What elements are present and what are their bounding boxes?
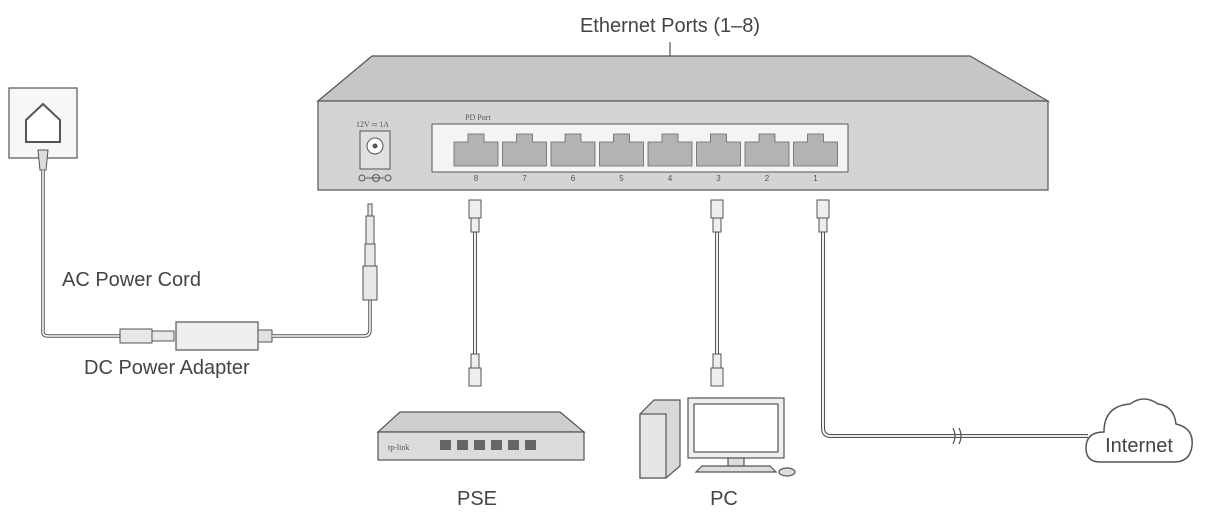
pc-label: PC [710,488,738,510]
port-jack [793,133,838,167]
rj45-plug-top [468,199,482,233]
ethernet-ports-label: Ethernet Ports (1–8) [580,15,760,37]
polarity-icon [358,174,392,182]
port-number-label: 5 [619,174,624,183]
ethernet-port-4: 4 [647,133,693,183]
port-number-label: 4 [668,174,673,183]
pc-icon [639,397,796,479]
pse-brand-logo: tp-link [388,443,409,452]
ac-power-cord-label: AC Power Cord [62,269,201,291]
port-jack [696,133,741,167]
ac-power-cord [41,170,120,338]
dc-socket-pin [372,143,378,149]
pd-port-label: PD Port [465,113,491,122]
wall-outlet [8,87,78,171]
port-jack [453,133,499,167]
power-rating-label: 12V ═ 1A [356,120,389,129]
rj45-plug-top [816,199,830,233]
dc-power-adapter [175,321,259,351]
switch: 12V ═ 1A PD Port 8 7 6 5 4 3 2 1 [316,55,1051,191]
rj45-plug-top [710,199,724,233]
ethernet-port-1: 1 [793,133,838,183]
port-jack [599,133,644,167]
port-number-label: 7 [522,174,527,183]
ethernet-port-6: 6 [550,133,596,183]
ethernet-cable-pse [468,199,482,387]
ethernet-port-8: 8 [453,133,499,183]
port-jack [647,133,693,167]
pse-device: tp-link [376,411,586,461]
port-jack [502,133,547,167]
ac-cord-connector [119,328,175,344]
internet-label: Internet [1105,435,1173,457]
port-number-label: 6 [571,174,576,183]
pse-ports [440,440,536,450]
port-number-label: 3 [716,174,721,183]
ac-plug-icon [25,102,61,143]
port-number-label: 2 [765,174,770,183]
pse-label: PSE [457,488,497,510]
ethernet-port-2: 2 [744,133,790,183]
switch-top-face [316,55,1051,102]
ethernet-cable-pc [710,199,724,387]
adapter-cable-boot [257,329,273,343]
port-number-label: 8 [474,174,479,183]
plug-strain-relief [37,149,49,171]
port-number-label: 1 [813,174,818,183]
ethernet-port-7: 7 [502,133,547,183]
rj45-plug-bottom [710,353,724,387]
rj45-plug-bottom [468,353,482,387]
dc-output-cable [272,300,372,338]
ethernet-port-5: 5 [599,133,644,183]
dc-barrel-plug [362,203,378,301]
ethernet-port-3: 3 [696,133,741,183]
ethernet-cable-internet [816,199,1088,445]
cable-break-mark [952,427,962,445]
dc-power-adapter-label: DC Power Adapter [84,357,250,379]
internet-cloud-icon [1085,398,1193,463]
port-jack [550,133,596,167]
port-jack [744,133,790,167]
ports-group: 8 7 6 5 4 3 2 1 [453,133,838,183]
